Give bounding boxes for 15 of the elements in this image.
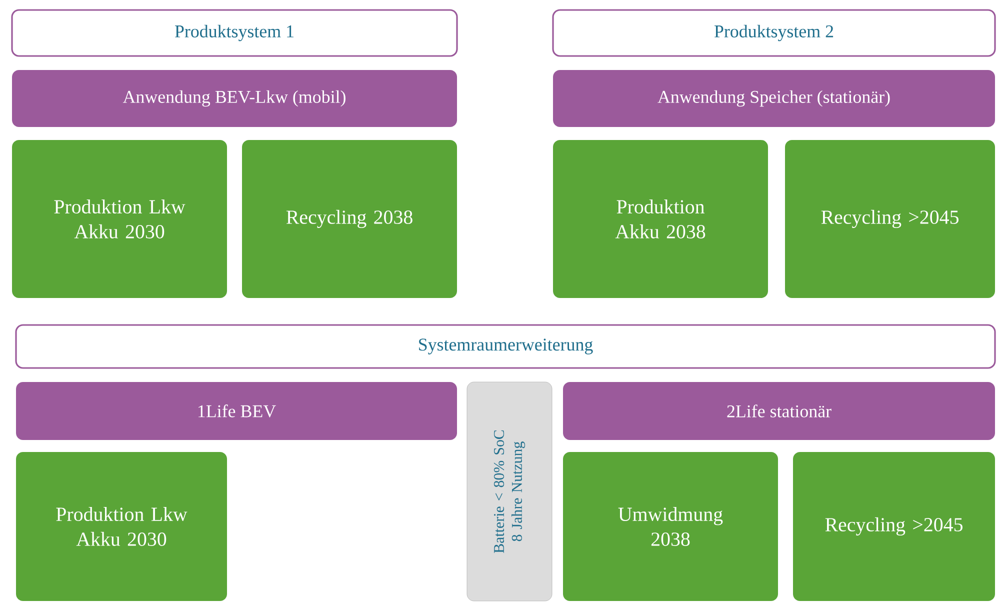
header-box: Produktsystem 1	[11, 9, 458, 57]
category-bar: 2Life stationär	[563, 382, 995, 440]
process-box: Produktion Lkw Akku 2030	[16, 452, 227, 601]
category-bar: 1Life BEV	[16, 382, 457, 440]
process-box: Produktion Akku 2038	[553, 140, 768, 298]
note-box: Batterie < 80% SoC 8 Jahre Nutzung	[466, 382, 552, 602]
process-box: Produktion Lkw Akku 2030	[12, 140, 227, 298]
process-box: Recycling 2038	[242, 140, 457, 298]
header-box: Systemraumerweiterung	[15, 324, 996, 369]
header-box: Produktsystem 2	[552, 9, 996, 57]
process-box: Umwidmung 2038	[563, 452, 778, 601]
process-box: Recycling >2045	[785, 140, 995, 298]
category-bar: Anwendung Speicher (stationär)	[553, 70, 995, 127]
process-box: Recycling >2045	[793, 452, 995, 601]
category-bar: Anwendung BEV-Lkw (mobil)	[12, 70, 457, 127]
